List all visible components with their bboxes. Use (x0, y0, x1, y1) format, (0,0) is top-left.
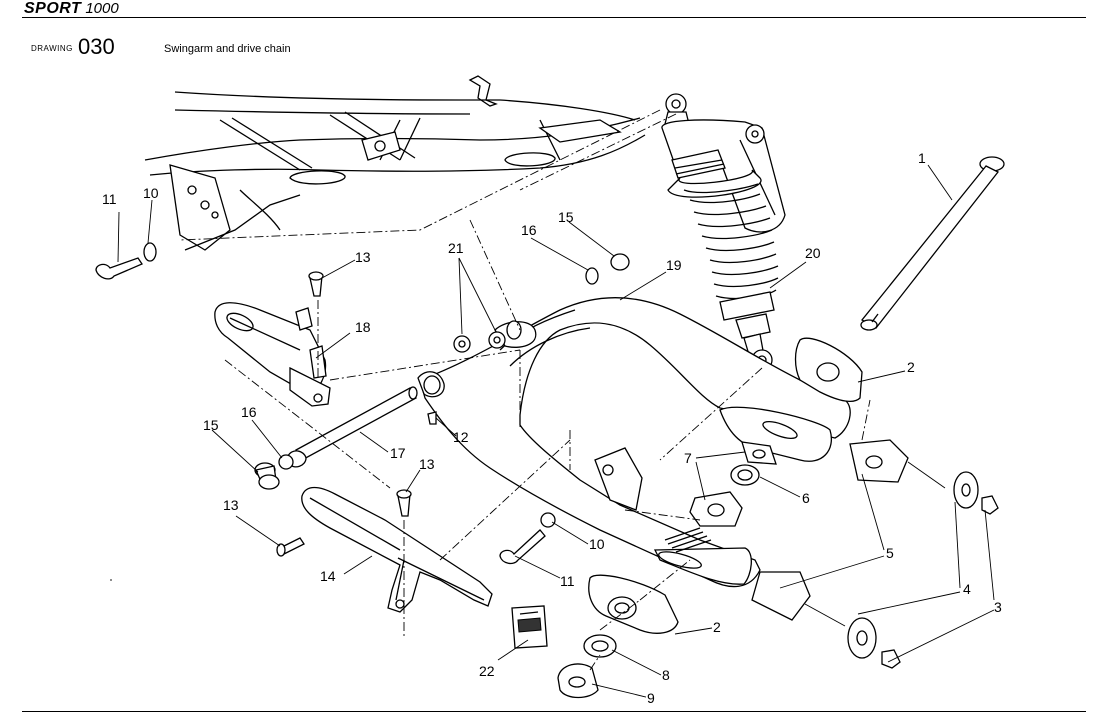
callout-13b: 13 (419, 456, 435, 472)
callout-17: 17 (390, 445, 406, 461)
callout-3: 3 (994, 599, 1002, 615)
callout-13c: 13 (223, 497, 239, 513)
callout-16b: 16 (241, 404, 257, 420)
callout-10b: 10 (589, 536, 605, 552)
decal-part (511, 605, 548, 649)
callout-13a: 13 (355, 249, 371, 265)
callout-22: 22 (479, 663, 495, 679)
callout-15a: 15 (558, 209, 574, 225)
brand-name: SPORT (24, 0, 82, 17)
bottom-rule (22, 711, 1086, 712)
model-number: 1000 (85, 0, 119, 17)
drawing-label: DRAWING (31, 44, 73, 53)
drawing-title: Swingarm and drive chain (164, 43, 291, 55)
assembly-lines (179, 109, 871, 671)
callout-19: 19 (666, 257, 682, 273)
chain-guard (301, 486, 493, 613)
top-rule (22, 17, 1086, 18)
fasteners (95, 242, 630, 565)
chain-slider-upper (214, 302, 331, 407)
callout-21: 21 (448, 240, 464, 256)
drawing-number: 030 (78, 34, 115, 59)
wheel-axle (860, 156, 1005, 331)
callout-2a: 2 (907, 359, 915, 375)
shock-absorber (661, 93, 786, 371)
callout-4: 4 (963, 581, 971, 597)
callout-6: 6 (802, 490, 810, 506)
callout-15b: 15 (203, 417, 219, 433)
callout-labels: 1 2 2 3 4 5 6 7 8 9 10 10 11 11 12 13 13… (102, 150, 1002, 706)
callout-12: 12 (453, 429, 469, 445)
callout-11a: 11 (102, 191, 117, 207)
frame-part (144, 75, 646, 251)
callout-5: 5 (886, 545, 894, 561)
callout-7: 7 (684, 450, 692, 466)
pivot-shaft (254, 386, 418, 490)
swingarm (417, 297, 851, 588)
callout-11b: 11 (560, 573, 575, 589)
chain-adjuster-upper (689, 337, 863, 527)
callout-2b: 2 (713, 619, 721, 635)
callout-10a: 10 (143, 185, 159, 201)
callout-16a: 16 (521, 222, 537, 238)
callout-9: 9 (647, 690, 655, 706)
callout-14: 14 (320, 568, 336, 584)
callout-8: 8 (662, 667, 670, 683)
chain-adjuster-lower (557, 574, 679, 699)
callout-18: 18 (355, 319, 371, 335)
leader-lines (110, 164, 995, 698)
axle-adjuster-right (751, 439, 999, 669)
callout-1: 1 (918, 150, 926, 166)
callout-20: 20 (805, 245, 821, 261)
